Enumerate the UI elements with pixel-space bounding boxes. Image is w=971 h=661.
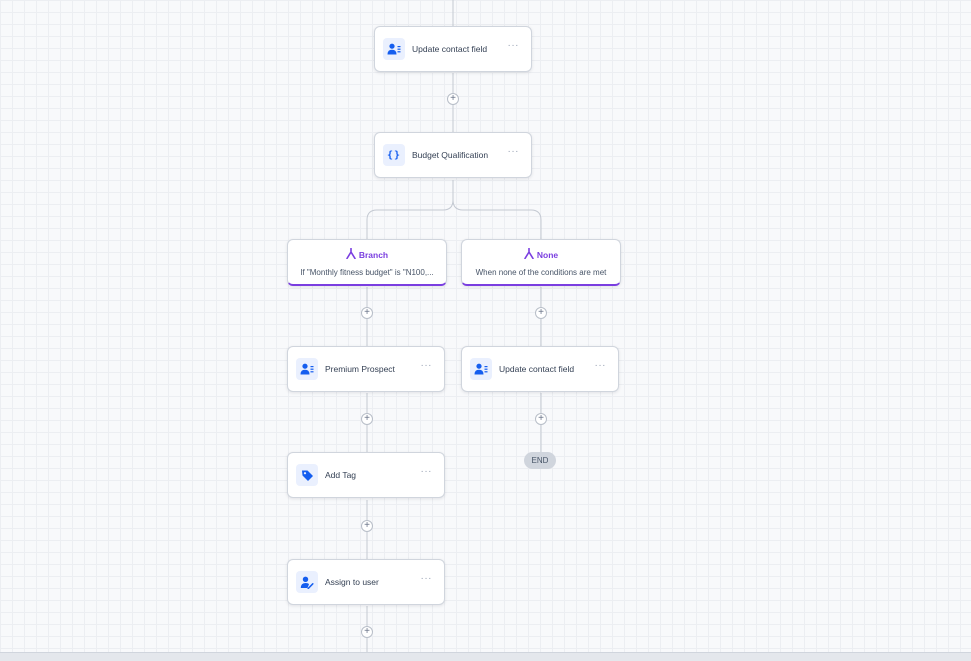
node-label: Assign to user <box>325 577 379 587</box>
action-node-add-tag[interactable]: Add Tag ··· <box>287 452 445 498</box>
add-step-button[interactable]: + <box>535 413 547 425</box>
action-node-update-contact-field[interactable]: Update contact field ··· <box>374 26 532 72</box>
more-options-icon[interactable]: ··· <box>507 146 519 157</box>
add-step-button[interactable]: + <box>361 413 373 425</box>
add-step-button[interactable]: + <box>535 307 547 319</box>
horizontal-scrollbar[interactable] <box>0 652 971 661</box>
add-step-button[interactable]: + <box>447 93 459 105</box>
more-options-icon[interactable]: ··· <box>507 40 519 51</box>
more-options-icon[interactable]: ··· <box>420 360 432 371</box>
end-marker: END <box>524 452 556 469</box>
contact-field-icon <box>470 358 492 380</box>
action-node-update-contact-field-none[interactable]: Update contact field ··· <box>461 346 619 392</box>
connector-budget-split <box>366 180 542 239</box>
tag-icon <box>296 464 318 486</box>
more-options-icon[interactable]: ··· <box>594 360 606 371</box>
add-step-button[interactable]: + <box>361 520 373 532</box>
branch-title: Branch <box>358 250 389 260</box>
contact-field-icon <box>296 358 318 380</box>
branch-condition: If "Monthly fitness budget" is "N100,... <box>300 268 434 277</box>
branch-node-none[interactable]: None When none of the conditions are met <box>461 239 621 286</box>
node-label: Update contact field <box>412 44 488 54</box>
assign-user-icon <box>296 571 318 593</box>
action-node-premium-prospect[interactable]: Premium Prospect ··· <box>287 346 445 392</box>
action-node-assign-to-user[interactable]: Assign to user ··· <box>287 559 445 605</box>
branch-icon <box>346 246 356 264</box>
node-label: Add Tag <box>325 470 357 480</box>
node-label: Update contact field <box>499 364 575 374</box>
node-label: Budget Qualification <box>412 150 489 160</box>
more-options-icon[interactable]: ··· <box>420 573 432 584</box>
node-label: Premium Prospect <box>325 364 395 374</box>
branch-icon <box>524 246 534 264</box>
more-options-icon[interactable]: ··· <box>420 466 432 477</box>
contact-field-icon <box>383 38 405 60</box>
branch-node-branch[interactable]: Branch If "Monthly fitness budget" is "N… <box>287 239 447 286</box>
add-step-button[interactable]: + <box>361 626 373 638</box>
branch-title: None <box>536 250 559 260</box>
braces-icon: {} <box>383 144 405 166</box>
action-node-budget-qualification[interactable]: {} Budget Qualification ··· <box>374 132 532 178</box>
branch-condition: When none of the conditions are met <box>475 268 607 277</box>
add-step-button[interactable]: + <box>361 307 373 319</box>
